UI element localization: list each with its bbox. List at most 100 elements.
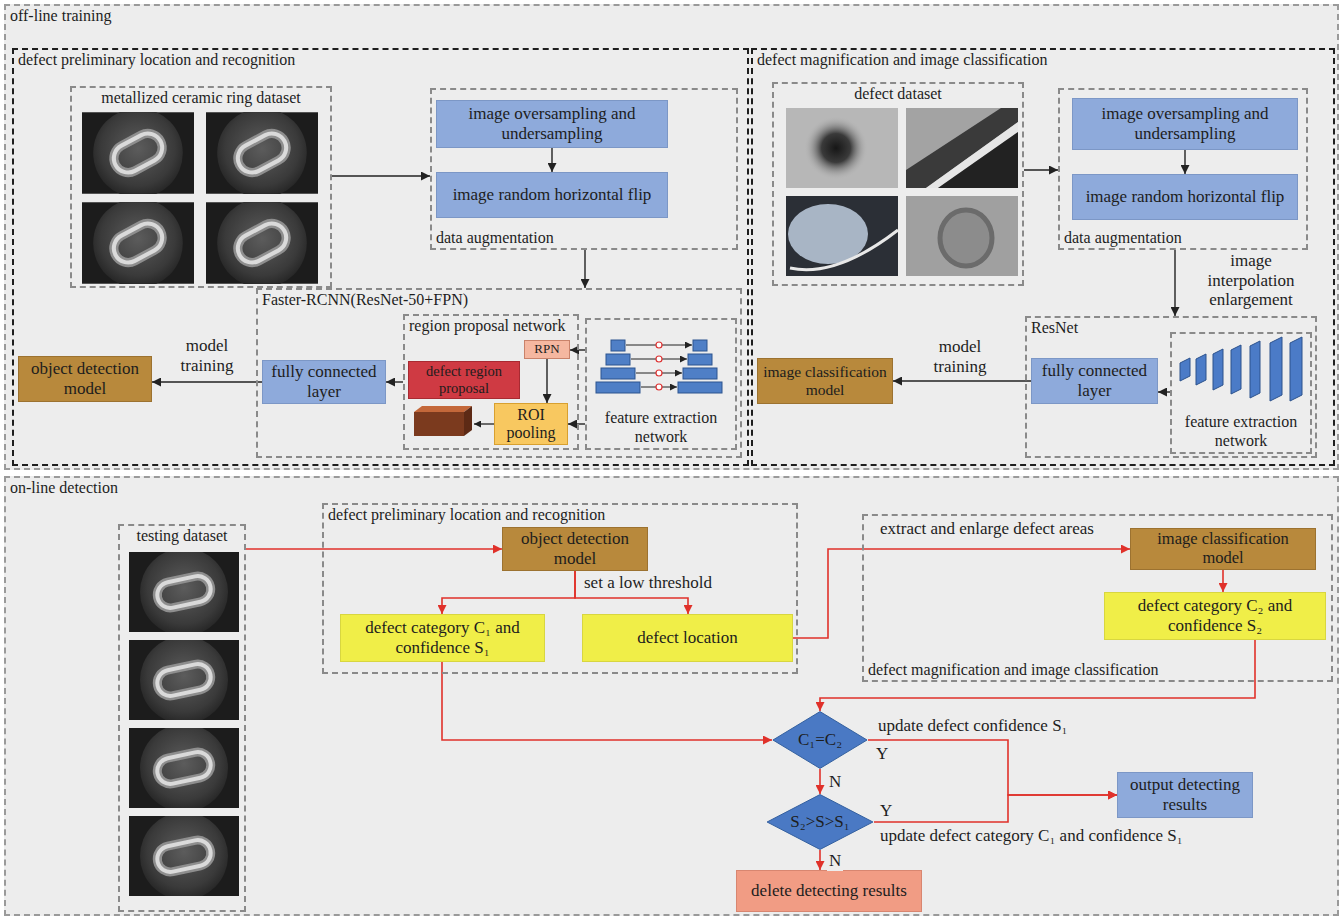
process-box: output detecting results <box>1117 772 1253 818</box>
box-text: C₁=C₂ <box>798 730 842 750</box>
group-box: on-line detection testing dataset defect p… <box>4 476 1339 916</box>
group-box: defect dataset <box>772 82 1024 286</box>
box-text: fully connected layer <box>1036 361 1153 400</box>
group-heading: data augmentation <box>436 229 732 247</box>
box-text: defect category C₂ and confidence S₂ <box>1109 596 1321 635</box>
connector <box>568 423 585 424</box>
connector <box>893 380 1031 381</box>
box-text: object detection model <box>23 359 147 398</box>
connector <box>332 175 430 176</box>
process-box: defect location <box>582 614 793 662</box>
group-box: defect magnification and image classific… <box>862 514 1333 682</box>
panel-ground <box>4 476 1339 916</box>
box-text: image classification model <box>1135 530 1311 568</box>
connector <box>546 359 547 403</box>
resnet-layers <box>1180 337 1302 401</box>
edge-label: model training <box>163 336 251 375</box>
group-heading: feature extraction network <box>589 409 733 446</box>
connector <box>874 795 1117 822</box>
process-box: ROI pooling <box>494 403 568 445</box>
connector <box>386 381 403 382</box>
box-text: image oversampling and undersampling <box>1077 104 1293 143</box>
connector <box>793 549 1130 638</box>
process-box: defect category C₂ and confidence S₂ <box>1104 592 1326 640</box>
connector <box>1174 250 1175 316</box>
connector <box>246 548 502 550</box>
testing-images <box>129 548 239 900</box>
process-box: RPN <box>524 340 570 359</box>
process-box: delete detecting results <box>736 870 922 912</box>
panel-ground <box>4 4 1339 470</box>
group-box: Faster-RCNN(ResNet-50+FPN) region proposa… <box>256 288 742 458</box>
process-box: image random horizontal flip <box>436 172 668 218</box>
feature-pyramid <box>596 340 722 393</box>
edge-label: image interpolation enlargement <box>1205 251 1297 310</box>
process-box: image oversampling and undersampling <box>436 100 668 148</box>
edge-label: model training <box>916 337 1004 376</box>
group-heading: Faster-RCNN(ResNet-50+FPN) <box>262 291 736 309</box>
box-text: defect location <box>637 628 738 648</box>
process-box: object detection model <box>502 527 648 571</box>
process-box: fully connected layer <box>262 360 386 404</box>
group-box: region proposal networkRPNdefect region … <box>403 314 579 450</box>
defect-images <box>786 108 1018 276</box>
connector <box>1222 570 1224 592</box>
connector <box>152 381 262 382</box>
edge-label: N <box>827 851 843 871</box>
box-text: object detection model <box>507 529 643 568</box>
process-box: defect region proposal <box>408 361 520 399</box>
box-text: RPN <box>534 342 559 357</box>
group-heading: data augmentation <box>1064 229 1302 247</box>
group-box: ResNetfully connected layerfeature extra… <box>1025 316 1317 458</box>
edge-label: update defect category C₁ and confidence… <box>878 826 1185 846</box>
group-heading: defect preliminary location and recognit… <box>18 51 743 69</box>
box-text: defect category C₁ and confidence S₁ <box>345 618 540 657</box>
connector <box>868 740 1117 795</box>
decision-diamond: S₂>S>S₁ <box>766 794 874 850</box>
connector <box>551 148 552 172</box>
ceramic-ring-images <box>82 108 318 288</box>
connector <box>1158 391 1170 392</box>
box-text: image oversampling and undersampling <box>441 104 663 143</box>
group-box: feature extraction network <box>1170 332 1312 454</box>
group-heading: metallized ceramic ring dataset <box>74 89 328 107</box>
process-box: image classification model <box>1130 528 1316 570</box>
group-heading: testing dataset <box>122 527 242 545</box>
group-heading: defect preliminary location and recognit… <box>328 506 792 524</box>
box-text: output detecting results <box>1122 775 1248 814</box>
group-heading: on-line detection <box>10 479 1333 497</box>
group-heading: feature extraction network <box>1174 413 1308 450</box>
process-box: image random horizontal flip <box>1072 174 1298 220</box>
box-text: image classification model <box>762 363 888 399</box>
group-box: data augmentation image oversampling and … <box>1058 88 1308 250</box>
box-text: delete detecting results <box>751 881 907 901</box>
group-heading: defect magnification and image classific… <box>757 51 1329 69</box>
pooled-feature-block <box>414 406 494 436</box>
edge-label: N <box>827 772 843 792</box>
process-box: object detection model <box>18 356 152 402</box>
group-box: feature extraction network <box>585 318 737 450</box>
box-text: defect region proposal <box>413 363 515 396</box>
box-text: S₂>S>S₁ <box>790 812 849 832</box>
connector <box>819 769 821 794</box>
process-box: image classification model <box>757 358 893 404</box>
group-heading: defect dataset <box>776 85 1020 103</box>
group-heading: defect magnification and image classific… <box>868 661 1327 679</box>
connector <box>442 571 575 614</box>
process-box: defect category C₁ and confidence S₁ <box>340 614 545 662</box>
connector <box>1024 169 1058 170</box>
box-text: fully connected layer <box>267 362 381 401</box>
connector <box>1184 150 1185 174</box>
decision-diamond: C₁=C₂ <box>772 711 868 769</box>
process-box: image oversampling and undersampling <box>1072 98 1298 150</box>
group-box: metallized ceramic ring dataset <box>70 86 332 288</box>
connector <box>584 250 585 288</box>
group-box: data augmentation image oversampling and … <box>430 88 738 250</box>
box-text: ROI pooling <box>499 406 563 443</box>
group-heading: off-line training <box>10 7 1333 25</box>
edge-label: update defect confidence S₁ <box>876 716 1070 736</box>
group-box: defect preliminary location and recognit… <box>12 48 749 466</box>
connector <box>819 850 821 870</box>
